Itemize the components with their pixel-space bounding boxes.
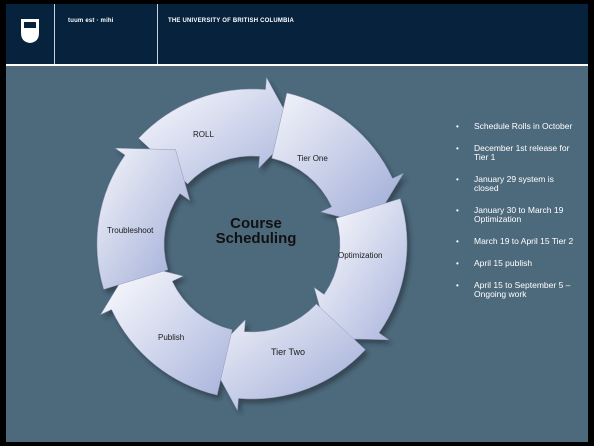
segment-label-troubleshoot: Troubleshoot [107,226,154,235]
bullet-text: December 1st release for Tier 1 [474,143,570,162]
header-divider [157,4,158,64]
cycle-arrow-tier-one [271,92,404,226]
bullet-dot-icon: • [456,122,459,131]
segment-label-tier-two: Tier Two [271,347,306,357]
cycle-diagram [96,76,408,412]
bullet-dot-icon: • [456,144,459,153]
university-name: THE UNIVERSITY OF BRITISH COLUMBIA [168,18,295,24]
segment-label-publish: Publish [158,333,185,342]
bullet-item: • April 15 to September 5 – Ongoing work [456,281,576,299]
motto-text: tuum est · mihi [68,18,114,24]
bullet-list: • Schedule Rolls in October • December 1st… [456,122,576,312]
segment-label-tier-one: Tier One [297,154,328,163]
bullet-text: March 19 to April 15 Tier 2 [474,236,574,246]
center-title-line2: Scheduling [215,230,297,247]
cycle-arrow-optimization [313,198,408,341]
bullet-text: April 15 publish [474,258,533,268]
center-title-line1: Course [230,215,282,232]
bullet-item: • January 29 system is closed [456,175,576,193]
bullet-text: January 30 to March 19 Optimization [474,205,564,224]
bullet-item: • March 19 to April 15 Tier 2 [456,236,576,247]
bullet-dot-icon: • [456,259,459,268]
bullet-text: January 29 system is closed [474,174,554,193]
center-title: Course Scheduling [196,216,316,246]
bullet-item: • April 15 publish [456,258,576,269]
cycle-arrow-troubleshoot [96,147,191,290]
crest-logo-icon [21,19,39,43]
bullet-item: • December 1st release for Tier 1 [456,144,576,162]
bullet-dot-icon: • [456,175,459,184]
header-bar: tuum est · mihi THE UNIVERSITY OF BRITIS… [6,4,588,66]
cycle-arrow-publish [100,262,233,396]
bullet-text: Schedule Rolls in October [474,121,573,131]
bullet-dot-icon: • [456,237,459,246]
bullet-dot-icon: • [456,206,459,215]
logo-box [6,4,55,64]
bullet-dot-icon: • [456,281,459,290]
segment-label-roll: ROLL [193,130,214,139]
slide: tuum est · mihi THE UNIVERSITY OF BRITIS… [6,4,588,442]
bullet-item: • January 30 to March 19 Optimization [456,206,576,224]
cycle-arrow-tier-two [208,303,366,412]
segment-label-optimization: Optimization [338,251,383,260]
bullet-text: April 15 to September 5 – Ongoing work [474,280,571,299]
bullet-item: • Schedule Rolls in October [456,121,576,132]
